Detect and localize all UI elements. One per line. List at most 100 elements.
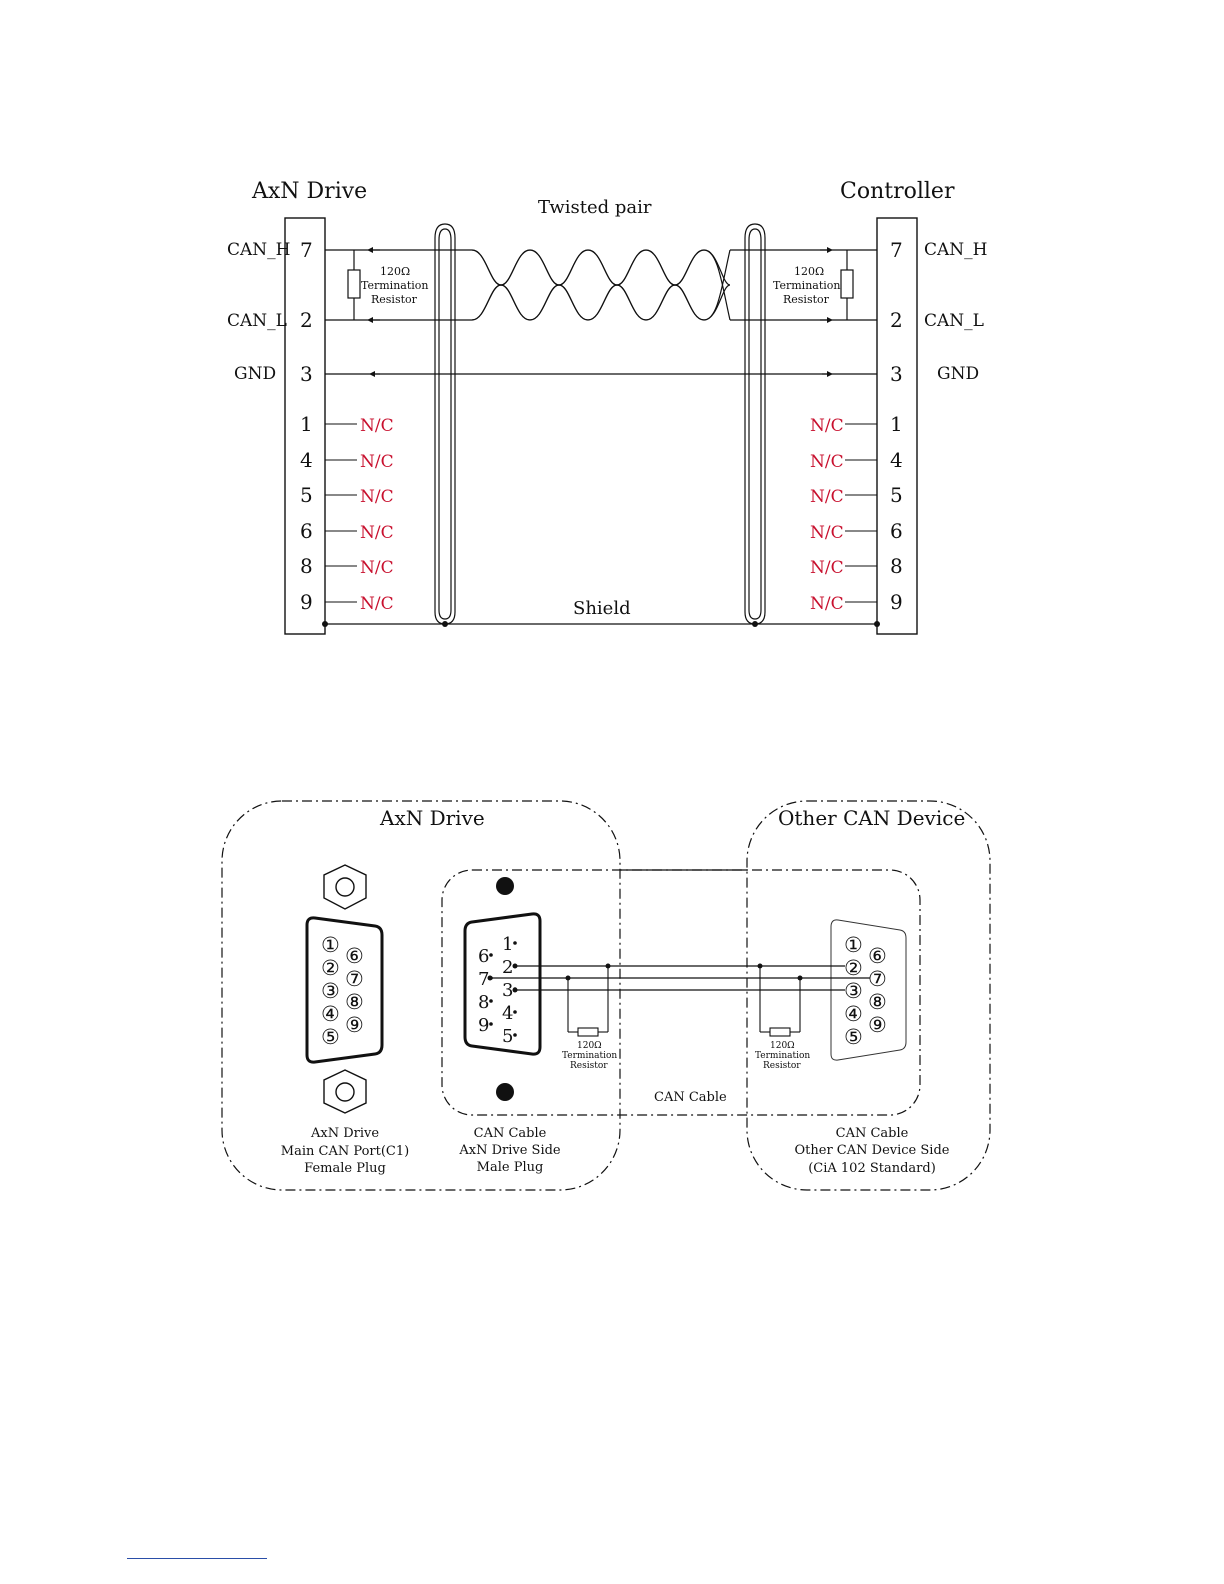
drive-port-caption-2: Main CAN Port(C1) [281, 1144, 409, 1159]
hex-nut-top-icon [323, 864, 367, 910]
right-device-title: Controller [840, 179, 955, 204]
device-side-caption-2: Other CAN Device Side [795, 1143, 950, 1158]
right-resistor-line2: Resistor [783, 293, 830, 306]
right-pin-can-h: 7 [890, 238, 903, 262]
female-pin: ⑦ [345, 967, 364, 991]
male-pin: 6 [478, 946, 489, 967]
male-pin: 3 [502, 980, 513, 1001]
right-signal-can-l: CAN_L [924, 311, 984, 331]
left-pin-can-l: 2 [300, 308, 313, 332]
cable-conductors [490, 965, 870, 991]
male-pin-dot [513, 1033, 517, 1037]
device-pin: ③ [844, 979, 863, 1003]
right-nc-label: N/C [810, 452, 844, 472]
right-nc-pin: 4 [890, 448, 903, 472]
right-connector-body [876, 217, 918, 635]
right-signal-can-h: CAN_H [924, 240, 987, 260]
can-wires [325, 247, 877, 323]
female-pin: ② [321, 956, 340, 980]
device-pin: ⑨ [868, 1013, 887, 1037]
drive-side-resistor-line1: Termination [562, 1051, 617, 1061]
left-termination-resistor [347, 250, 361, 320]
female-dsub-connector [305, 916, 384, 1064]
left-device-title: AxN Drive [251, 179, 367, 204]
device-pin: ① [844, 933, 863, 957]
male-pin: 1 [502, 934, 513, 955]
device-pin: ⑥ [868, 944, 887, 968]
twisted-pair-label: Twisted pair [538, 197, 652, 218]
mount-hole-bottom-icon [496, 1083, 514, 1101]
female-pin: ⑧ [345, 990, 364, 1014]
device-side-resistor-value: 120Ω [770, 1041, 795, 1051]
axn-drive-group-outline [221, 800, 621, 1191]
male-pin-dot [489, 1022, 493, 1026]
right-resistor-value: 120Ω [794, 265, 824, 278]
left-signal-can-h: CAN_H [227, 240, 290, 260]
male-pin: 2 [502, 957, 513, 978]
male-pin: 5 [502, 1026, 513, 1047]
device-side-caption-1: CAN Cable [836, 1126, 909, 1141]
male-pin: 8 [478, 992, 489, 1013]
left-nc-label: N/C [360, 558, 394, 578]
left-nc-label: N/C [360, 594, 394, 614]
left-nc-pin: 5 [300, 483, 313, 507]
captions: AxN Drive Main CAN Port(C1) Female Plug … [281, 1126, 950, 1176]
left-connector-body [284, 217, 326, 635]
left-nc-pin: 9 [300, 590, 313, 614]
female-pin: ⑨ [345, 1013, 364, 1037]
drive-side-termination-resistor [567, 966, 609, 1037]
shield-conductors [325, 223, 877, 625]
device-pin: ② [844, 956, 863, 980]
left-resistor-line2: Resistor [371, 293, 418, 306]
left-resistor-line1: Termination [361, 279, 429, 292]
left-nc-pin: 4 [300, 448, 313, 472]
drive-port-caption-1: AxN Drive [310, 1126, 379, 1141]
footnote-rule [127, 1558, 267, 1559]
left-signal-gnd: GND [234, 364, 276, 384]
drive-side-caption-1: CAN Cable [474, 1126, 547, 1141]
device-pin: ⑧ [868, 990, 887, 1014]
left-pin-gnd: 3 [300, 362, 313, 386]
wiring-diagram: AxN Drive Controller Twisted pair 7 2 3 … [227, 179, 987, 635]
shield-junctions [322, 621, 880, 627]
twisted-pair [471, 249, 731, 321]
left-nc-label: N/C [360, 452, 394, 472]
female-pin: ③ [321, 979, 340, 1003]
male-pin-dot [513, 941, 517, 945]
left-pin-can-h: 7 [300, 238, 313, 262]
left-signal-can-l: CAN_L [227, 311, 287, 331]
male-pin: 7 [478, 969, 489, 990]
right-signal-gnd: GND [937, 364, 979, 384]
drive-side-caption-3: Male Plug [477, 1160, 544, 1175]
right-pin-gnd: 3 [890, 362, 903, 386]
shield-label: Shield [573, 598, 631, 619]
right-nc-label: N/C [810, 558, 844, 578]
device-side-resistor-line2: Resistor [763, 1061, 801, 1071]
right-nc-pin: 8 [890, 554, 903, 578]
drive-side-caption-2: AxN Drive Side [458, 1143, 561, 1158]
female-pin: ④ [321, 1002, 340, 1026]
right-nc-label: N/C [810, 523, 844, 543]
drive-group-title: AxN Drive [379, 806, 485, 830]
right-termination-resistor [840, 250, 854, 320]
device-pin: ④ [844, 1002, 863, 1026]
device-dsub-connector [830, 919, 907, 1061]
right-nc-label: N/C [810, 594, 844, 614]
hex-nut-bottom-icon [323, 1069, 367, 1114]
male-pin-dot [489, 953, 493, 957]
right-nc-pin: 5 [890, 483, 903, 507]
female-pin: ⑥ [345, 944, 364, 968]
right-nc-pin: 6 [890, 519, 903, 543]
device-pin: ⑦ [868, 967, 887, 991]
device-group-title: Other CAN Device [778, 806, 965, 830]
female-pin: ① [321, 933, 340, 957]
left-nc-pin: 6 [300, 519, 313, 543]
left-nc-label: N/C [360, 523, 394, 543]
drive-side-resistor-line2: Resistor [570, 1061, 608, 1071]
male-pin-dot [513, 1010, 517, 1014]
device-side-termination-resistor [759, 966, 801, 1037]
